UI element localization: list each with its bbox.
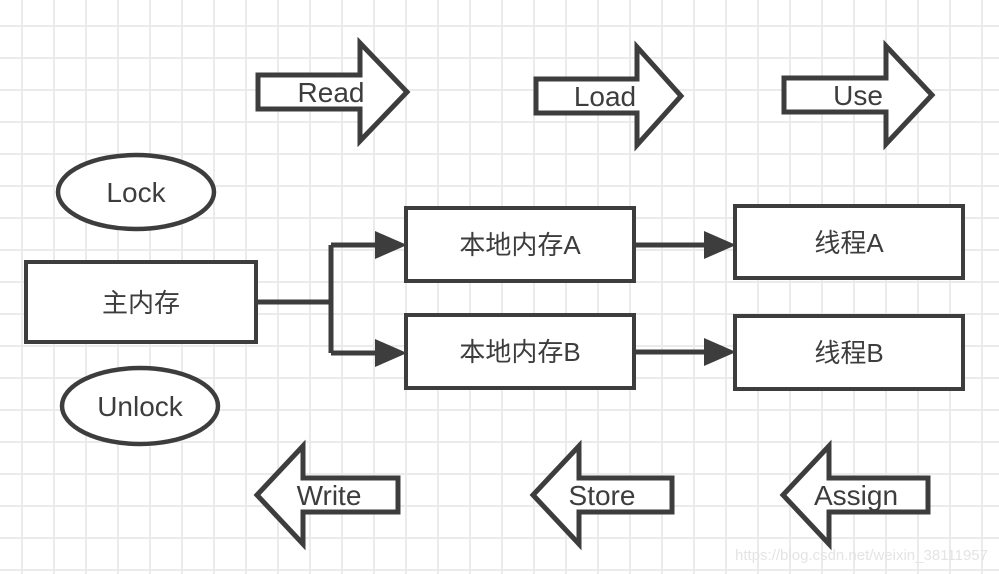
rectangle-icon — [24, 260, 258, 344]
arrow-label-write: Write — [297, 480, 362, 511]
right-arrow-icon — [781, 39, 936, 151]
arrowhead-icon — [375, 231, 407, 259]
left-arrow-icon — [529, 439, 675, 551]
arrowhead-icon — [375, 339, 407, 367]
ellipse-icon — [55, 152, 217, 232]
arrow-label-load: Load — [574, 81, 636, 112]
left-arrow-icon — [779, 439, 931, 551]
node-label-lock: Lock — [106, 177, 166, 208]
edge-main-to-locals — [256, 231, 407, 367]
block-arrow-assign: Assign — [779, 439, 931, 551]
node-label-local-memory-b: 本地内存B — [459, 337, 580, 367]
node-label-thread-b: 线程B — [814, 338, 883, 368]
rectangle-icon — [404, 313, 636, 390]
right-arrow-icon — [533, 40, 685, 152]
edge-local-b-to-thread-b — [634, 338, 736, 366]
rectangle-icon — [733, 204, 965, 280]
node-local-memory-b: 本地内存B — [404, 313, 636, 390]
arrow-label-store: Store — [569, 480, 636, 511]
arrow-label-use: Use — [833, 80, 883, 111]
ellipse-icon — [59, 365, 221, 447]
block-arrow-read: Read — [255, 36, 411, 148]
arrow-label-assign: Assign — [814, 480, 898, 511]
block-arrow-store: Store — [529, 439, 675, 551]
arrowhead-icon — [704, 338, 736, 366]
right-arrow-icon — [255, 36, 411, 148]
arrow-label-read: Read — [298, 77, 365, 108]
node-label-main-memory: 主内存 — [102, 288, 180, 318]
node-label-local-memory-a: 本地内存A — [459, 230, 581, 260]
node-local-memory-a: 本地内存A — [404, 206, 636, 283]
left-arrow-icon — [253, 439, 401, 551]
node-thread-b: 线程B — [733, 314, 965, 391]
block-arrow-write: Write — [253, 439, 401, 551]
watermark-url: https://blog.csdn.net/weixin_38111957 — [735, 547, 988, 564]
node-lock: Lock — [55, 152, 217, 232]
block-arrow-use: Use — [781, 39, 936, 151]
node-thread-a: 线程A — [733, 204, 965, 280]
block-arrow-load: Load — [533, 40, 685, 152]
rectangle-icon — [733, 314, 965, 391]
node-main-memory: 主内存 — [24, 260, 258, 344]
edge-local-a-to-thread-a — [634, 231, 736, 259]
node-unlock: Unlock — [59, 365, 221, 447]
rectangle-icon — [404, 206, 636, 283]
node-label-thread-a: 线程A — [814, 228, 884, 258]
node-label-unlock: Unlock — [97, 391, 184, 422]
arrowhead-icon — [704, 231, 736, 259]
